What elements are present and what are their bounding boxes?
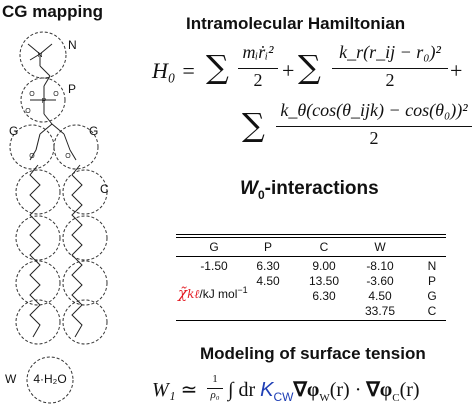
table-top-rule bbox=[176, 234, 446, 235]
table-cell: 9.00 bbox=[312, 259, 336, 273]
bead-c-left-3 bbox=[15, 260, 61, 306]
kinetic-den: 2 bbox=[253, 70, 263, 90]
integral: ∫ dr bbox=[228, 379, 256, 401]
svg-text:O: O bbox=[53, 91, 59, 98]
table-cell: 33.75 bbox=[364, 304, 396, 318]
bond-den: 2 bbox=[385, 70, 395, 90]
col-header-w: W bbox=[374, 240, 386, 254]
sum-symbol-2: ∑ bbox=[298, 48, 321, 86]
bead-n bbox=[19, 31, 67, 79]
grad-phi-w: ∇φ bbox=[293, 379, 320, 401]
dot-operator: · bbox=[354, 379, 362, 401]
interactions-title-rest: -interactions bbox=[264, 178, 379, 199]
bond-num: k_r(r_ij − r₀)² bbox=[339, 42, 441, 62]
bead-c-left-2 bbox=[15, 215, 61, 261]
cg-mapping-diagram: N P O O O O O bbox=[9, 31, 108, 404]
table-bottom-rule bbox=[176, 320, 446, 321]
bead-c-right-2 bbox=[62, 215, 108, 261]
surface-rhs: ∫ dr KCW∇φW(r) · ∇φC(r) bbox=[228, 378, 420, 410]
svg-text:O: O bbox=[65, 153, 71, 160]
bead-c-left-1 bbox=[15, 169, 61, 215]
kappa: K bbox=[260, 379, 274, 401]
cg-mapping-title: CG mapping bbox=[2, 2, 104, 21]
svg-text:N: N bbox=[37, 52, 42, 59]
kappa-cw: KCW bbox=[260, 379, 294, 404]
interactions-title-sub: 0 bbox=[257, 187, 265, 202]
row-label-p: P bbox=[427, 274, 436, 288]
svg-text:O: O bbox=[29, 91, 35, 98]
chi-symbol: χ̃ bbox=[178, 284, 188, 302]
kinetic-frac-bar bbox=[238, 68, 278, 69]
surface-equation: W₁ ≃ bbox=[152, 378, 197, 402]
table-cell: 13.50 bbox=[308, 274, 340, 288]
table-cell: 6.30 bbox=[256, 259, 280, 273]
bond-frac-bar bbox=[332, 68, 448, 69]
col-header-c: C bbox=[319, 240, 329, 254]
sum-symbol-1: ∑ bbox=[206, 48, 229, 86]
bead-c-right-3 bbox=[62, 260, 108, 306]
inv-rho-den: ρ₀ bbox=[210, 389, 220, 401]
unit-exp: −1 bbox=[237, 285, 248, 295]
approx-sign: ≃ bbox=[180, 379, 198, 401]
label-p: P bbox=[68, 82, 77, 96]
phi-w-arg: (r) bbox=[329, 379, 350, 401]
table-cell: 6.30 bbox=[312, 289, 336, 303]
phi-c-sub: C bbox=[392, 392, 400, 404]
h0-lhs: H₀ = bbox=[152, 58, 196, 83]
bead-p bbox=[20, 77, 66, 123]
label-w: W bbox=[5, 372, 17, 386]
plus-2: + bbox=[450, 58, 463, 83]
water-bead-text: 4·H₂O bbox=[33, 372, 67, 386]
surface-title: Modeling of surface tension bbox=[200, 344, 426, 363]
sum-symbol-3: ∑ bbox=[242, 106, 265, 144]
chi-unit-label: χ̃kℓ/kJ mol−1 bbox=[178, 284, 248, 302]
table-cell: -3.60 bbox=[366, 274, 394, 288]
label-g-right: G bbox=[89, 124, 99, 138]
phi-w-sub: W bbox=[319, 392, 330, 404]
inv-rho-num: 1 bbox=[212, 373, 218, 385]
svg-text:P: P bbox=[42, 98, 47, 105]
plus-1: + bbox=[282, 58, 295, 83]
col-header-g: G bbox=[209, 240, 219, 254]
bead-c-right-4 bbox=[62, 299, 108, 345]
unit-text: /kJ mol bbox=[199, 287, 238, 301]
kappa-sub: CW bbox=[273, 390, 294, 404]
interactions-title: W0-interactions bbox=[240, 178, 379, 202]
row-label-g: G bbox=[427, 289, 437, 303]
row-label-c: C bbox=[427, 304, 437, 318]
table-header-rule bbox=[176, 237, 446, 238]
label-c: C bbox=[100, 182, 109, 196]
grad-phi-c: ∇φ bbox=[366, 379, 393, 401]
bead-water bbox=[26, 356, 74, 404]
svg-text:O: O bbox=[25, 108, 31, 115]
table-cell: -8.10 bbox=[366, 259, 394, 273]
angle-num: k_θ(cos(θ_ijk) − cos(θ₀))² bbox=[280, 100, 468, 120]
phi-c-arg: (r) bbox=[399, 379, 420, 401]
kinetic-num: mᵢṙᵢ² bbox=[242, 42, 274, 62]
table-cell: 4.50 bbox=[368, 289, 392, 303]
table-sub-rule bbox=[176, 256, 446, 257]
bead-g-left bbox=[9, 124, 55, 170]
bead-c-left-4 bbox=[15, 299, 61, 345]
interactions-title-symbol: W bbox=[240, 178, 258, 199]
inv-rho-bar bbox=[207, 388, 223, 389]
chi-sub: kℓ bbox=[187, 287, 200, 301]
table-cell: -1.50 bbox=[200, 259, 228, 273]
row-label-n: N bbox=[427, 259, 437, 273]
angle-den: 2 bbox=[369, 128, 379, 148]
angle-frac-bar bbox=[276, 126, 472, 127]
table-cell: 4.50 bbox=[256, 274, 280, 288]
hamiltonian-title: Intramolecular Hamiltonian bbox=[186, 14, 406, 33]
interactions-table: G P C W -1.50 6.30 9.00 -8.10 N 4.50 13.… bbox=[176, 234, 446, 321]
w1-lhs: W₁ bbox=[152, 379, 176, 401]
svg-text:O: O bbox=[29, 153, 35, 160]
label-n: N bbox=[68, 38, 77, 52]
label-g-left: G bbox=[9, 124, 19, 138]
bead-g-right bbox=[53, 124, 99, 170]
col-header-p: P bbox=[263, 240, 272, 254]
bead-c-right-1 bbox=[62, 169, 108, 215]
